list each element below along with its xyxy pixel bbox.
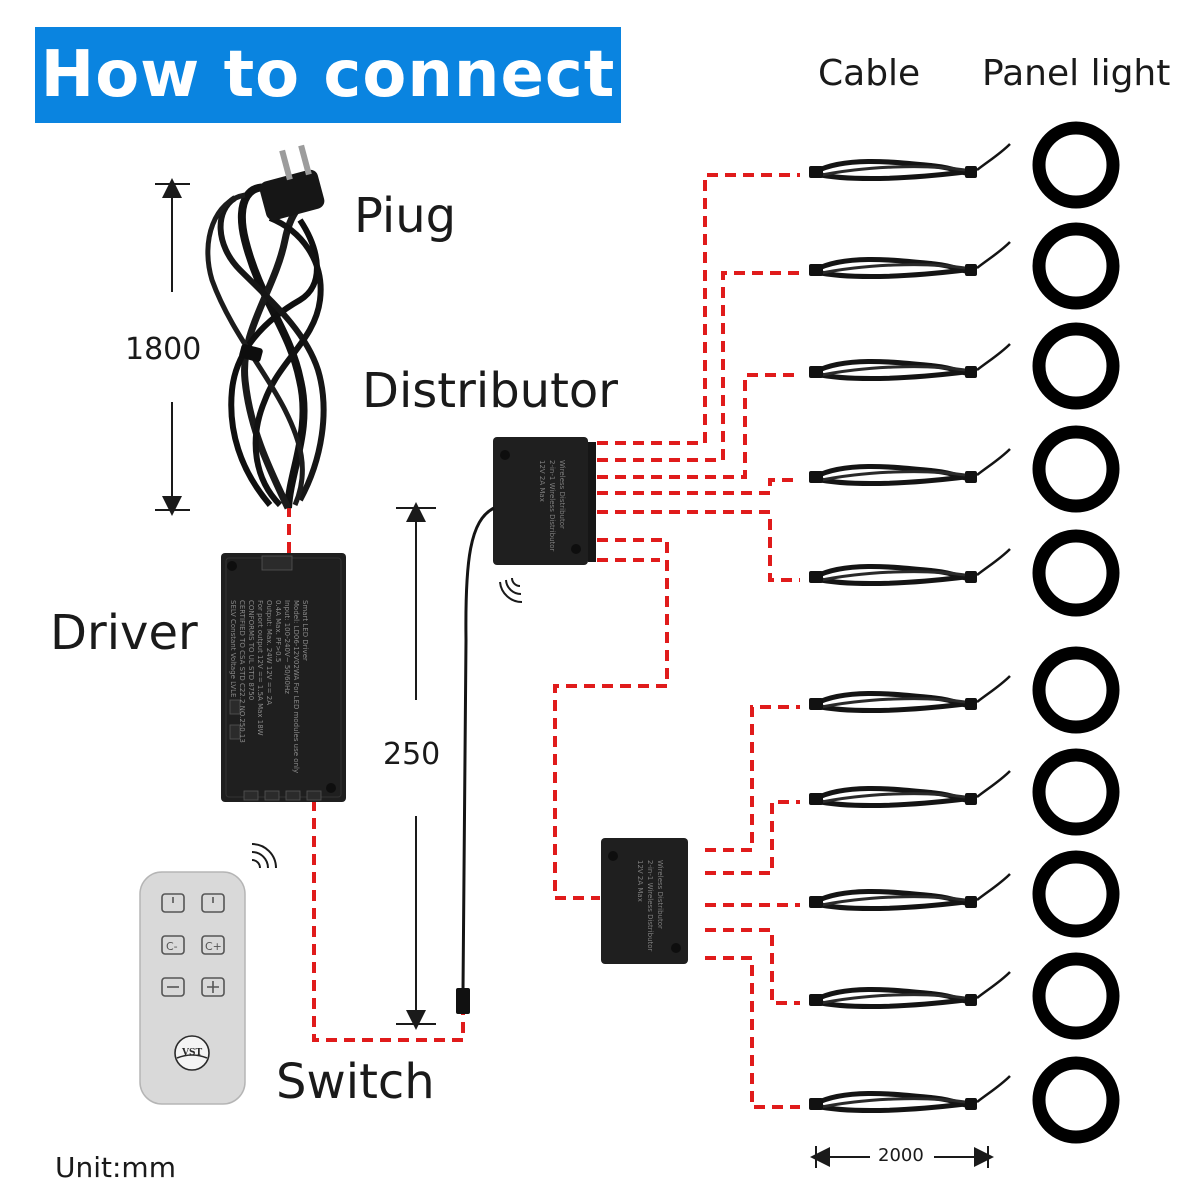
distributor-2-device: Wireless Distributor 2-in-1 Wireless Dis…: [601, 838, 688, 964]
driver-text-3: 0.4A Max. PF>0.5: [274, 600, 282, 662]
cable-7: [809, 771, 1010, 805]
distributor-1-text-0: Wireless Distributor: [558, 460, 566, 529]
cable-5: [809, 549, 1010, 583]
wire-to-cable-1: [597, 173, 800, 445]
power-icon: [201, 893, 225, 913]
distributor-1-device: Wireless Distributor 2-in-1 Wireless Dis…: [456, 437, 596, 1014]
wire-to-cable-10: [705, 956, 800, 1109]
cable-8: [809, 874, 1010, 908]
panel-light-1: [1032, 121, 1120, 209]
wire-to-cable-4: [597, 478, 800, 495]
driver-text-6: CONFORMS TO UL STD 8750: [247, 600, 255, 700]
svg-text:C-: C-: [166, 940, 178, 953]
wire-to-cable-5: [597, 510, 800, 582]
dimension-lines: [155, 178, 994, 1168]
minus-icon: [161, 977, 185, 997]
distributor-1-text-1: 2-in-1 Wireless Distributor: [548, 460, 556, 552]
switch-label: Switch: [276, 1054, 435, 1110]
panel-light-8: [1032, 850, 1120, 938]
driver-text-4: Output: Max. 24W 12V == 2A: [265, 600, 273, 705]
page-title: How to connect: [40, 38, 616, 112]
driver-text-0: Smart LED Driver: [301, 600, 309, 661]
plug-cord-icon: [205, 144, 327, 510]
distributor-1-text-2: 12V 2A Max: [538, 460, 546, 502]
driver-device: Smart LED Driver Model: LD06-12V02WA For…: [221, 553, 346, 802]
panel-light-column-label: Panel light: [982, 53, 1171, 94]
plug-label: Piug: [354, 188, 457, 244]
wire-to-cable-7: [705, 800, 800, 875]
wire-to-cable-2: [597, 271, 800, 462]
remote-signal-icon: [251, 843, 277, 869]
unit-label: Unit:mm: [55, 1151, 176, 1184]
panel-light-3: [1032, 322, 1120, 410]
distributor-label: Distributor: [362, 363, 619, 419]
power-icon: [161, 893, 185, 913]
cables: [809, 144, 1010, 1110]
driver-text-1: Model: LD06-12V02WA For LED modules use …: [292, 600, 300, 773]
remote-logo-text: VST: [181, 1048, 202, 1058]
panel-light-7: [1032, 748, 1120, 836]
cable-4: [809, 449, 1010, 483]
distributor-2-text-0: Wireless Distributor: [656, 860, 664, 929]
wire-distributor-link: [553, 538, 669, 900]
panel-light-5: [1032, 529, 1120, 617]
wire-to-cable-6: [705, 705, 800, 852]
plug-cord-dimension: 1800: [125, 332, 202, 367]
vst-logo-icon: VST: [174, 1035, 210, 1071]
panel-light-2: [1032, 222, 1120, 310]
cable-9: [809, 972, 1010, 1006]
cable-2: [809, 242, 1010, 276]
driver-text-5: For port output 12V == 1.5A Max 18W: [256, 600, 264, 736]
wire-driver-switch: [312, 800, 465, 1042]
wire-to-cable-9: [705, 928, 800, 1005]
panel-lights: [1032, 121, 1120, 1144]
panel-light-9: [1032, 952, 1120, 1040]
driver-text-2: Input: 100-240V~ 50/60Hz: [283, 600, 291, 694]
wire-to-cable-3: [597, 373, 800, 479]
cable-column-label: Cable: [818, 53, 921, 94]
wireless-signal-icon: [499, 577, 523, 604]
panel-light-4: [1032, 425, 1120, 513]
cable-6: [809, 676, 1010, 710]
panel-light-6: [1032, 646, 1120, 734]
cable-3: [809, 344, 1010, 378]
distributor-2-text-2: 12V 2A Max: [636, 860, 644, 902]
red-wires: [287, 173, 800, 1109]
cable-1: [809, 144, 1010, 178]
title-banner: How to connect: [35, 27, 621, 123]
dim-down-icon: C-: [161, 935, 185, 955]
driver-text-7: CERTIFIED TO CSA STD C22.2 NO.250.13: [238, 600, 246, 743]
driver-label: Driver: [50, 605, 198, 661]
distributor-2-text-1: 2-in-1 Wireless Distributor: [646, 860, 654, 952]
driver-text-8: SELV Constant Voltage LVLE: [229, 600, 237, 697]
cable-length-dimension: 2000: [878, 1145, 924, 1166]
dim-up-icon: C+: [201, 935, 225, 955]
svg-text:C+: C+: [205, 940, 222, 953]
switch-cord-dimension: 250: [383, 737, 441, 772]
panel-light-10: [1032, 1056, 1120, 1144]
cable-10: [809, 1076, 1010, 1110]
plus-icon: [201, 977, 225, 997]
remote-control: C- C+ VST: [139, 843, 277, 1105]
